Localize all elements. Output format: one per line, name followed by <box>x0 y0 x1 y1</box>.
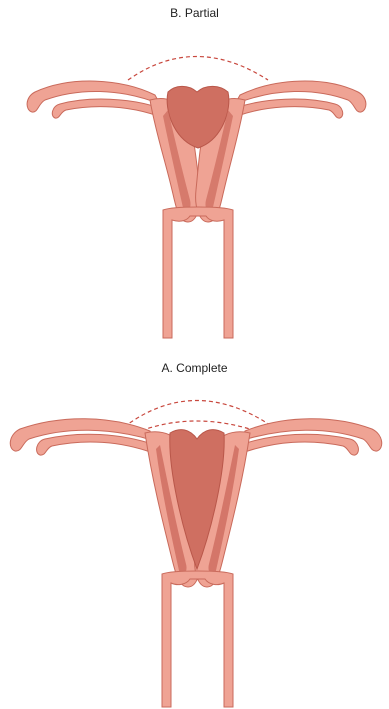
fundus-dashed-outline <box>128 57 268 81</box>
partial-uterus-diagram <box>0 0 389 345</box>
complete-uterus-diagram <box>0 369 389 709</box>
fundus-dashed-outline-outer <box>124 401 273 428</box>
right-tube-inner-complete <box>240 434 358 455</box>
vagina <box>163 207 233 338</box>
right-tube-inner <box>235 99 343 118</box>
left-tube-inner <box>52 99 160 118</box>
fundus-dashed-outline-inner <box>135 421 262 433</box>
left-tube-inner-complete <box>37 434 155 455</box>
vagina-complete <box>162 571 233 707</box>
